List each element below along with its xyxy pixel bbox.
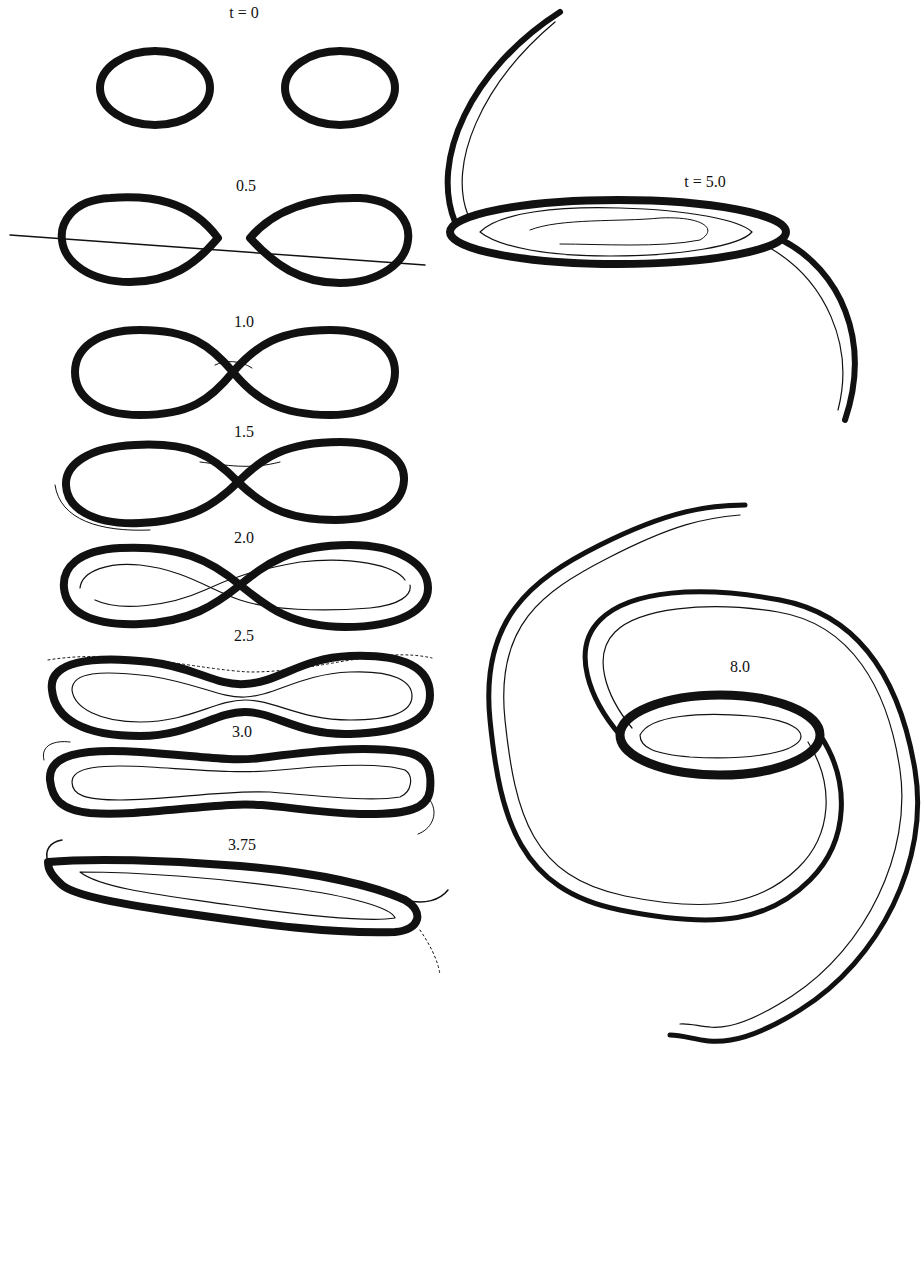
- contour-t10: [75, 330, 395, 415]
- contour-t50: [448, 12, 855, 420]
- time-label: t = 5.0: [681, 173, 728, 191]
- contour-t20: [64, 545, 428, 627]
- time-label: 3.75: [225, 836, 259, 854]
- time-label: 2.5: [231, 627, 257, 645]
- contour-t15: [55, 442, 404, 530]
- contour-t30: [43, 742, 434, 834]
- time-label: 8.0: [727, 658, 753, 676]
- contour-t80: [489, 505, 918, 1041]
- time-label: t = 0: [226, 4, 261, 22]
- contour-t375: [47, 840, 448, 975]
- time-label: 1.0: [231, 313, 257, 331]
- time-label: 2.0: [231, 529, 257, 547]
- contour-t0: [100, 51, 395, 125]
- time-label: 3.0: [229, 723, 255, 741]
- time-label: 1.5: [231, 423, 257, 441]
- contour-t05: [10, 197, 425, 283]
- time-label: 0.5: [233, 177, 259, 195]
